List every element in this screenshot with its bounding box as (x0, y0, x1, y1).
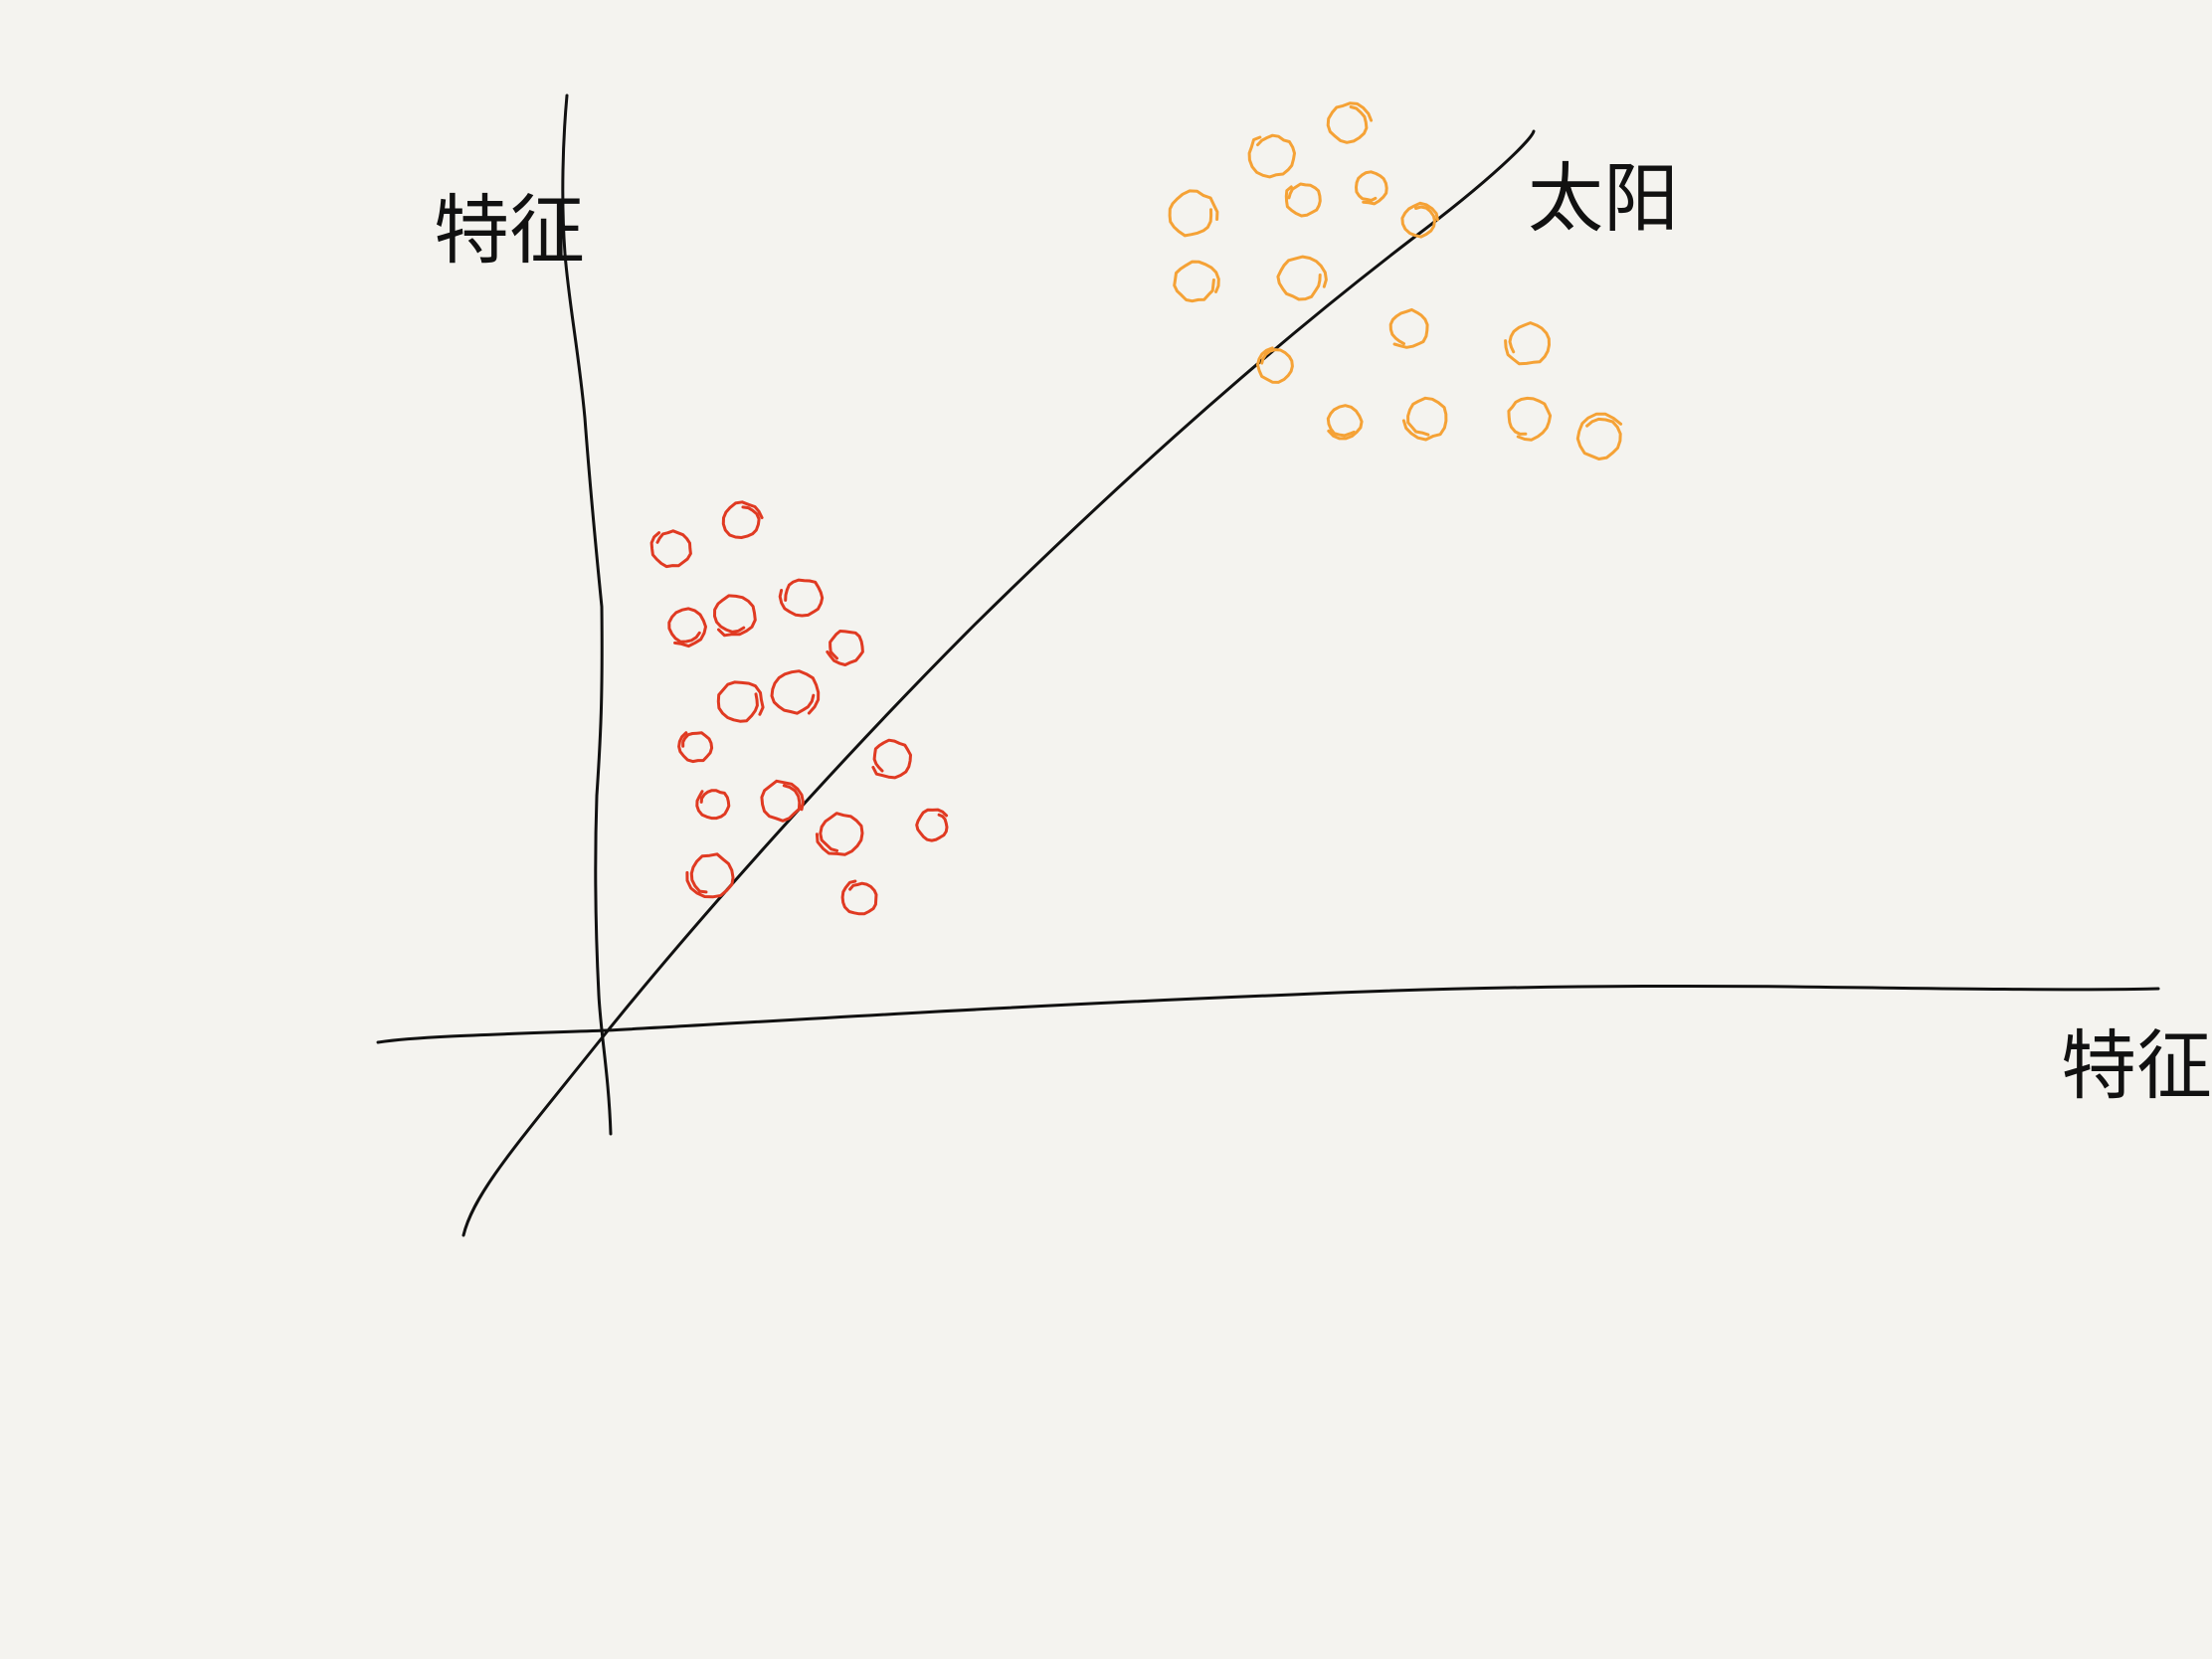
orange-cluster-mark (1276, 255, 1328, 301)
orange-cluster-mark (1388, 307, 1429, 349)
orange-cluster-mark (1284, 182, 1322, 218)
divider-line (461, 129, 1536, 1237)
red-cluster-mark (770, 669, 821, 715)
red-cluster-mark (778, 578, 825, 618)
orange-cluster-mark (1168, 189, 1219, 238)
red-cluster-mark (915, 808, 949, 842)
orange-cluster-mark (1401, 396, 1448, 442)
orange-cluster-mark (1575, 412, 1623, 461)
orange-cluster-mark (1247, 133, 1296, 179)
orange-cluster-mark (1400, 201, 1439, 239)
red-cluster-mark (815, 812, 864, 856)
orange-cluster-mark (1326, 404, 1364, 441)
red-cluster-mark (716, 680, 765, 723)
red-cluster-mark (871, 738, 912, 780)
orange-cluster-mark (1504, 321, 1551, 366)
red-cluster-mark (826, 630, 864, 666)
red-cluster-mark (840, 879, 878, 916)
orange-cluster-mark (1507, 396, 1553, 442)
red-cluster-mark (685, 852, 735, 899)
y-axis-label: 特征 (434, 186, 585, 275)
orange-cluster-mark (1355, 170, 1388, 206)
red-cluster-mark (721, 500, 764, 539)
scatter-marks (649, 101, 1623, 916)
orange-cluster-mark (1256, 346, 1294, 384)
red-cluster-mark (649, 529, 692, 569)
red-cluster-mark (677, 731, 714, 764)
red-cluster-mark (695, 789, 731, 821)
x-axis-line (376, 984, 2160, 1044)
orange-cluster-mark (1173, 260, 1220, 303)
y-axis-line (561, 93, 613, 1136)
red-cluster-mark (760, 779, 805, 823)
red-cluster-mark (713, 594, 757, 638)
red-cluster-mark (667, 607, 707, 648)
divider-label: 太阳 (1528, 154, 1679, 243)
orange-cluster-mark (1326, 101, 1374, 144)
x-axis-label: 特征 (2061, 1021, 2212, 1110)
